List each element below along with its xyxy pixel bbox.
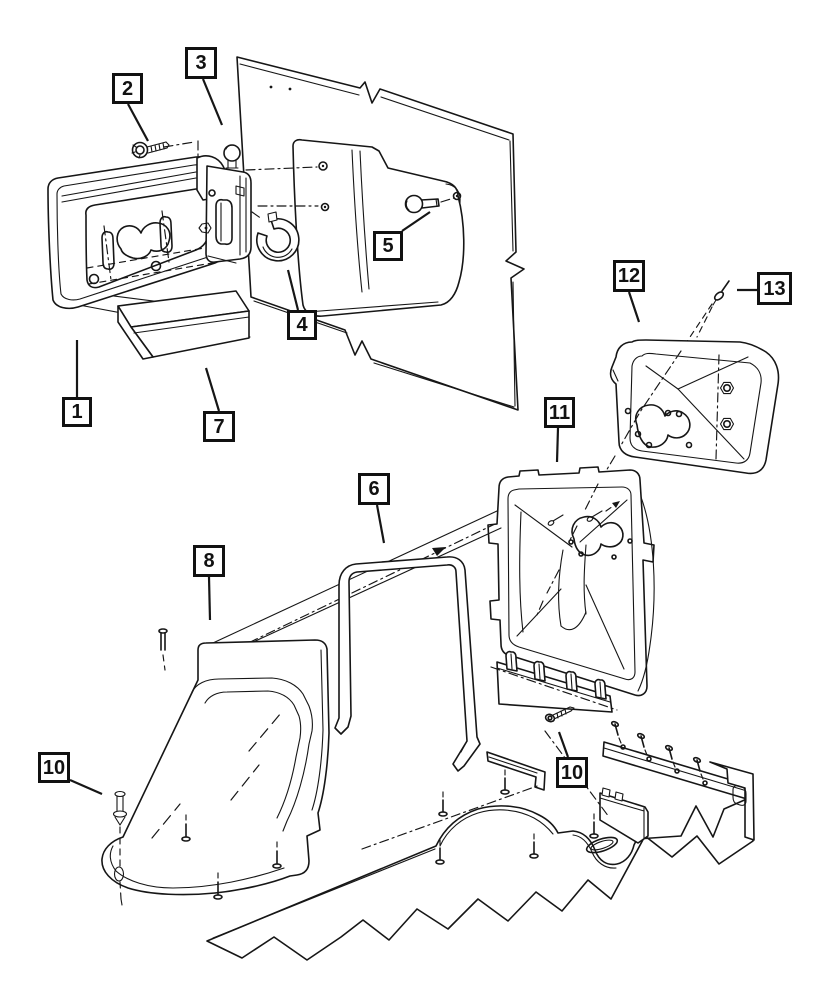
- callout-13[interactable]: 13: [757, 272, 792, 305]
- callout-10b[interactable]: 10: [556, 757, 588, 788]
- screw-2: [131, 141, 170, 159]
- callout-7[interactable]: 7: [203, 411, 235, 442]
- callout-6[interactable]: 6: [358, 473, 390, 505]
- leader-line-7: [204, 367, 221, 412]
- screw-10-right: [544, 706, 575, 723]
- leader-line-2: [127, 103, 149, 142]
- mounting-flange: [490, 650, 618, 713]
- leader-line-8: [207, 576, 212, 621]
- callout-2[interactable]: 2: [112, 73, 143, 104]
- push-pin-5: [404, 194, 455, 214]
- support-strap: [334, 556, 481, 772]
- pin-axis: [683, 303, 713, 347]
- callout-10a[interactable]: 10: [38, 752, 70, 783]
- callout-12[interactable]: 12: [613, 260, 645, 292]
- wheelhouse-liner: [101, 628, 330, 906]
- leader-line-10b: [557, 731, 570, 758]
- hinge-bracket: [196, 144, 252, 264]
- retainer-clip: [251, 211, 300, 262]
- callout-5[interactable]: 5: [373, 231, 403, 261]
- floor-panel: [206, 720, 755, 961]
- callout-4[interactable]: 4: [287, 310, 317, 340]
- leader-line-5: [401, 211, 431, 232]
- leader-line-12: [627, 291, 641, 323]
- leader-line-4: [286, 269, 300, 311]
- callout-1[interactable]: 1: [62, 397, 92, 427]
- door-cutout: [116, 222, 171, 260]
- screw-10-left: [112, 790, 128, 906]
- callout-11[interactable]: 11: [544, 397, 575, 428]
- filler-housing: [487, 466, 655, 697]
- leader-line-6: [375, 504, 386, 544]
- leader-line-10a: [69, 778, 103, 796]
- retainer-pin: [696, 280, 730, 338]
- callout-8[interactable]: 8: [193, 545, 225, 577]
- bezel-housing: [609, 339, 780, 475]
- callout-3[interactable]: 3: [185, 47, 217, 79]
- screw-small: [158, 628, 168, 671]
- leader-line-11: [555, 427, 560, 463]
- foam-pad: [117, 290, 250, 360]
- leader-line-3: [201, 78, 224, 126]
